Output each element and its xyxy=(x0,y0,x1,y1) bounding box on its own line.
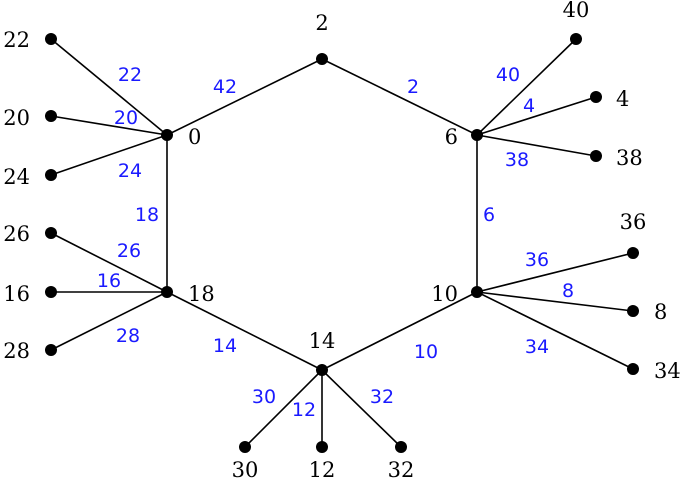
node-label-14: 14 xyxy=(309,329,336,353)
node-label-10: 10 xyxy=(431,282,458,306)
node-label-38: 38 xyxy=(616,146,643,170)
node-4 xyxy=(590,91,602,103)
node-label-22: 22 xyxy=(3,28,30,52)
edges-layer xyxy=(50,38,634,448)
edge-label-2: 2 xyxy=(407,76,419,98)
node-label-2: 2 xyxy=(315,11,328,35)
node-24 xyxy=(45,169,57,181)
node-20 xyxy=(45,110,57,122)
node-label-6: 6 xyxy=(445,125,458,149)
nodes-layer xyxy=(45,33,639,453)
node-6 xyxy=(471,129,483,141)
node-label-28: 28 xyxy=(3,339,30,363)
edge-label-20: 20 xyxy=(114,107,138,129)
edge-14-32 xyxy=(321,369,402,448)
node-28 xyxy=(45,344,57,356)
edge-label-28: 28 xyxy=(116,325,140,347)
node-30 xyxy=(239,441,251,453)
edge-0-2 xyxy=(166,58,323,136)
edge-6-4 xyxy=(476,96,597,136)
node-label-16: 16 xyxy=(3,282,30,306)
edge-label-32: 32 xyxy=(370,386,394,408)
edge-label-8: 8 xyxy=(562,280,574,302)
node-22 xyxy=(45,33,57,45)
node-12 xyxy=(316,441,328,453)
edge-18-28 xyxy=(50,291,168,351)
node-40 xyxy=(570,33,582,45)
node-label-18: 18 xyxy=(188,282,215,306)
node-26 xyxy=(45,227,57,239)
node-8 xyxy=(627,305,639,317)
edge-label-16: 16 xyxy=(97,270,121,292)
node-0 xyxy=(161,129,173,141)
edge-6-38 xyxy=(476,134,597,157)
node-label-30: 30 xyxy=(232,458,259,482)
edge-18-26 xyxy=(50,232,168,293)
node-label-4: 4 xyxy=(616,87,629,111)
edge-label-10: 10 xyxy=(414,341,438,363)
edge-label-12: 12 xyxy=(292,399,316,421)
node-2 xyxy=(316,53,328,65)
edge-10-14 xyxy=(321,291,478,371)
node-label-36: 36 xyxy=(620,210,647,234)
node-label-26: 26 xyxy=(3,222,30,246)
edge-label-24: 24 xyxy=(118,160,142,182)
edge-label-40: 40 xyxy=(496,64,520,86)
node-label-24: 24 xyxy=(3,165,30,189)
edge-label-42: 42 xyxy=(213,76,237,98)
edge-label-34: 34 xyxy=(525,336,549,358)
edge-2-6 xyxy=(321,58,478,136)
edge-10-8 xyxy=(476,291,634,312)
edge-0-22 xyxy=(50,38,168,136)
node-18 xyxy=(161,286,173,298)
node-10 xyxy=(471,286,483,298)
node-38 xyxy=(590,150,602,162)
node-36 xyxy=(627,247,639,259)
edge-label-38: 38 xyxy=(505,149,529,171)
node-16 xyxy=(45,286,57,298)
node-34 xyxy=(627,363,639,375)
edge-10-36 xyxy=(476,252,634,293)
node-label-34: 34 xyxy=(654,359,681,383)
node-label-12: 12 xyxy=(309,458,336,482)
edge-label-26: 26 xyxy=(117,240,141,262)
node-14 xyxy=(316,364,328,376)
node-label-8: 8 xyxy=(654,300,667,324)
edge-0-24 xyxy=(50,134,168,176)
edge-label-6: 6 xyxy=(483,204,495,226)
edge-0-20 xyxy=(50,115,168,136)
edge-label-4: 4 xyxy=(523,95,535,117)
node-label-20: 20 xyxy=(3,106,30,130)
node-label-40: 40 xyxy=(563,0,590,22)
node-label-32: 32 xyxy=(388,458,415,482)
edge-6-40 xyxy=(476,38,577,136)
node-label-0: 0 xyxy=(188,125,201,149)
edge-label-22: 22 xyxy=(118,64,142,86)
edge-label-14: 14 xyxy=(213,335,237,357)
node-32 xyxy=(395,441,407,453)
edge-label-18: 18 xyxy=(135,204,159,226)
edge-14-18 xyxy=(166,291,323,371)
edge-14-30 xyxy=(244,369,323,448)
edge-10-34 xyxy=(476,291,634,370)
edge-label-36: 36 xyxy=(525,249,549,271)
edge-label-30: 30 xyxy=(252,386,276,408)
